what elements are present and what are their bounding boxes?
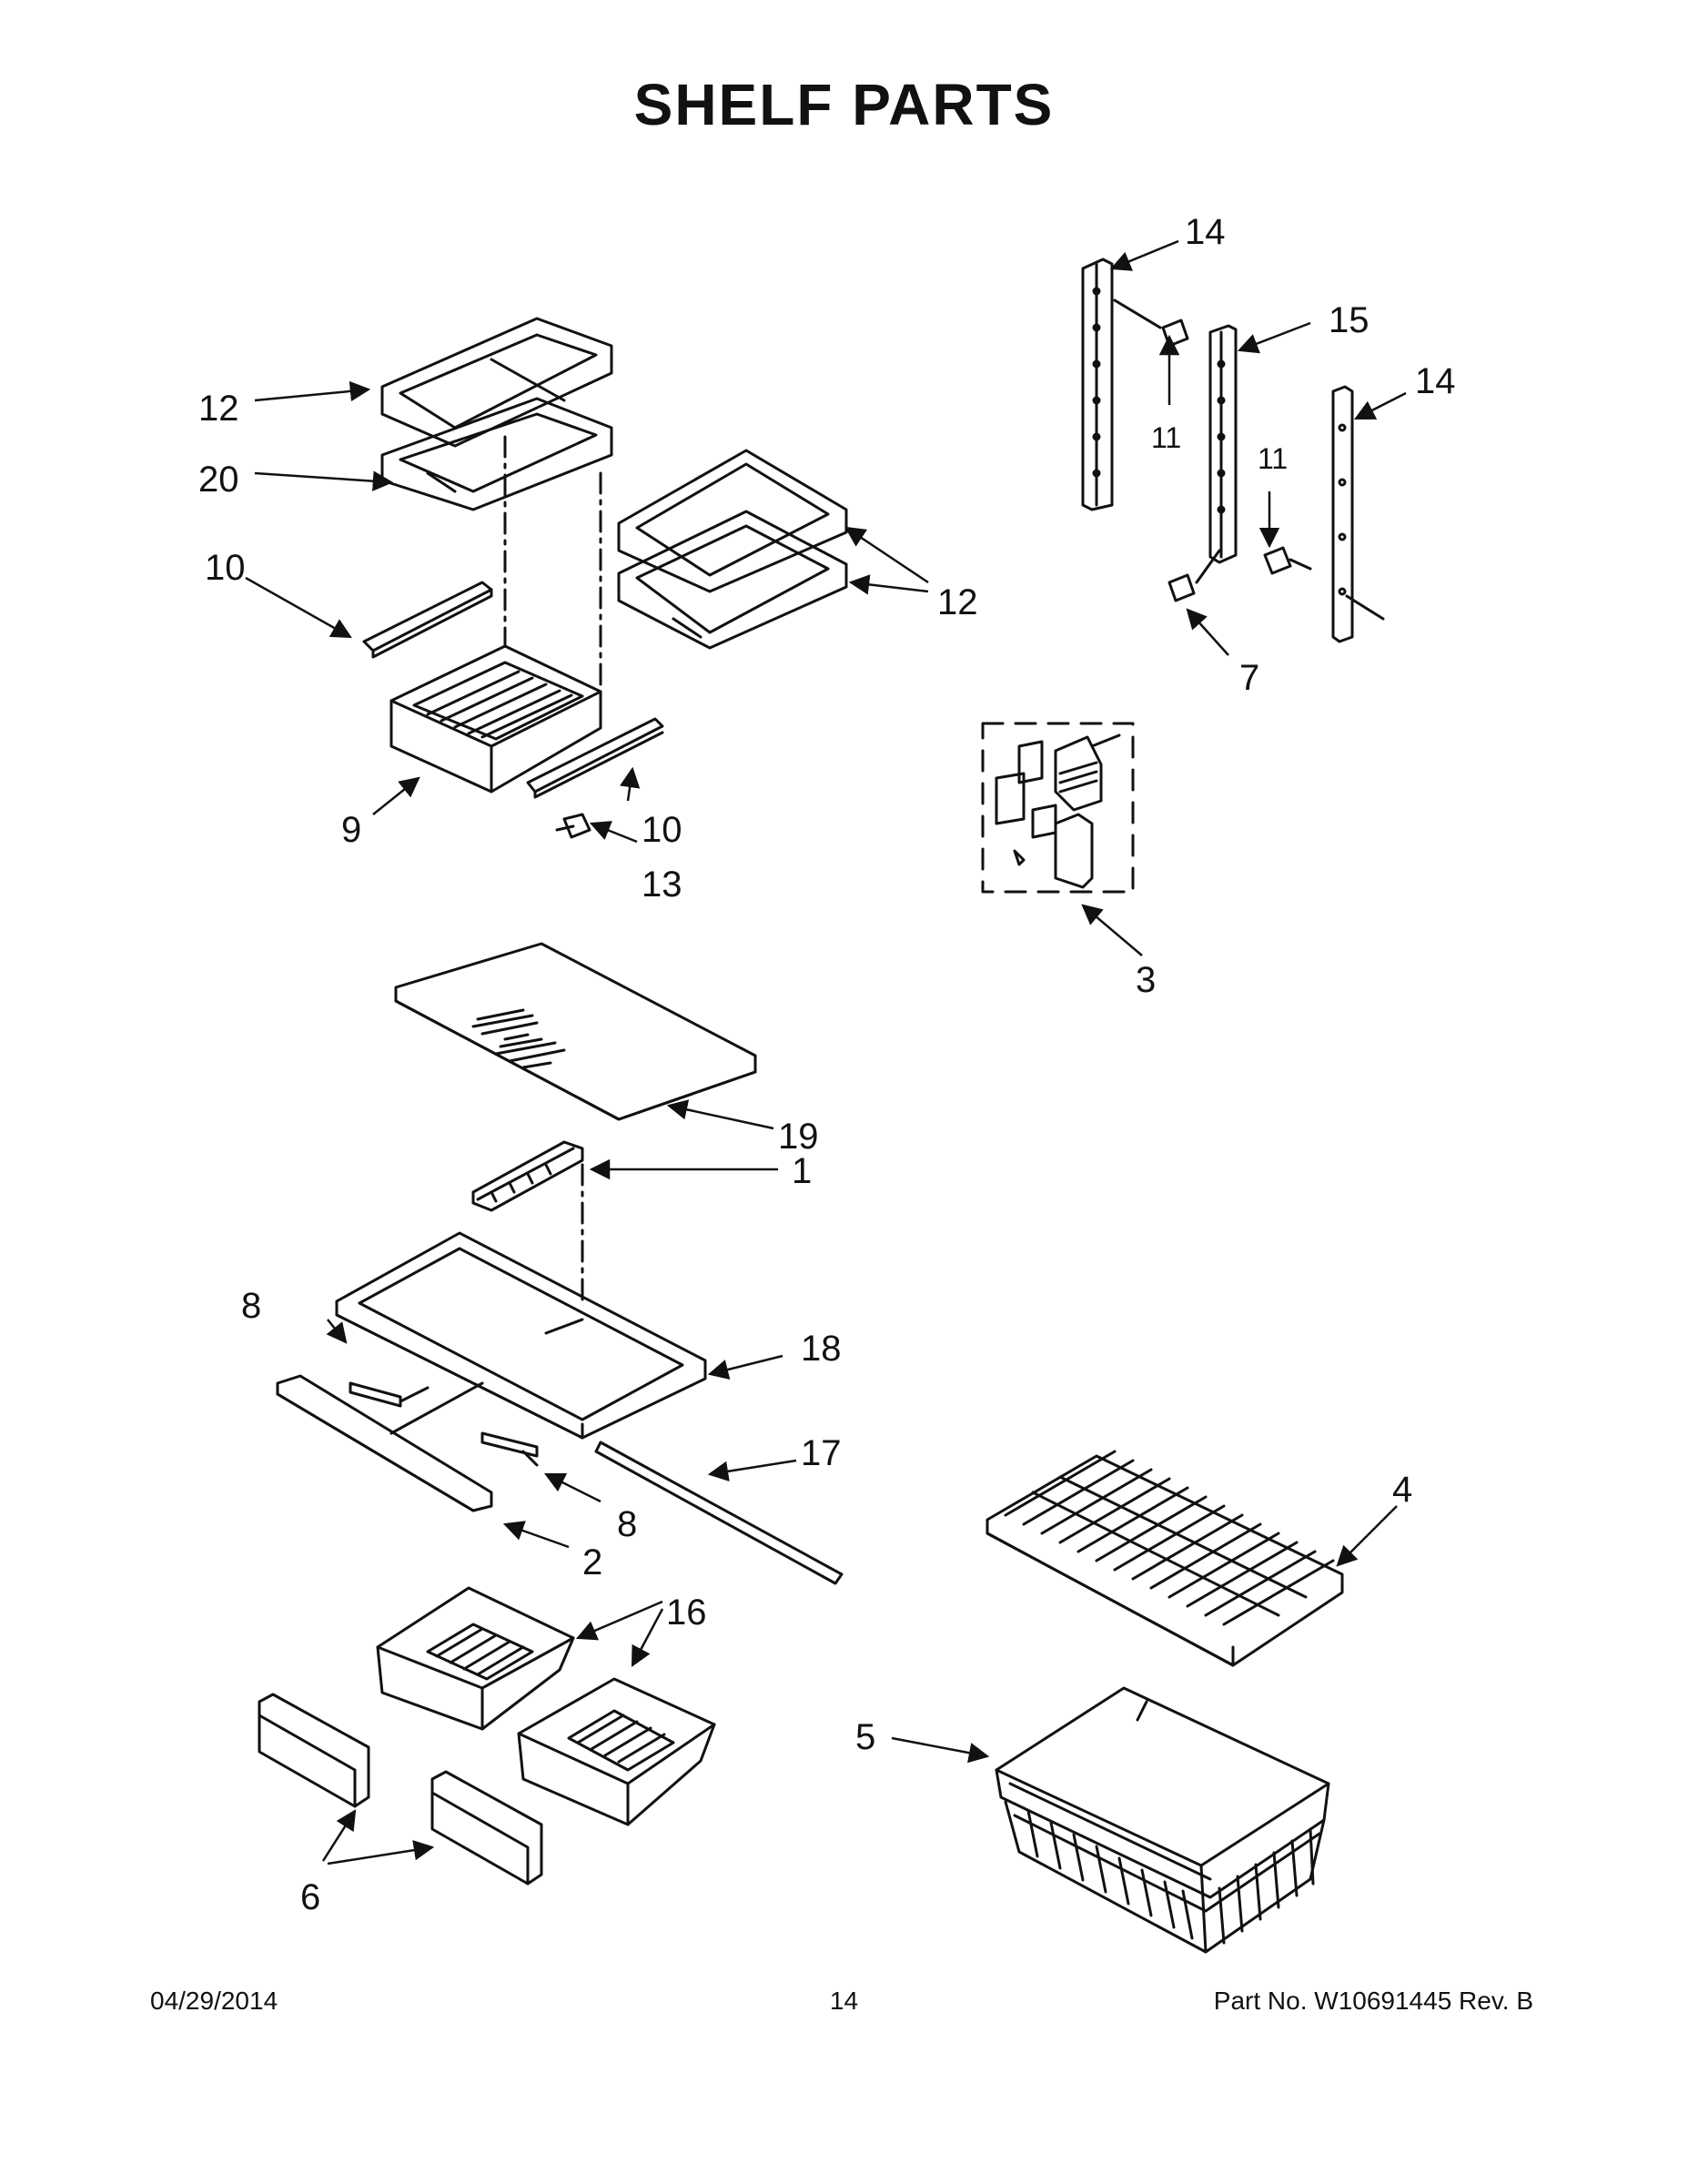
shelf-rail-1: [471, 1140, 584, 1212]
ladder-14-right: [1331, 385, 1354, 643]
callout-2: 2: [582, 1542, 602, 1582]
drawer-16-right: [517, 1677, 716, 1826]
crisper-pan-9: [389, 644, 602, 794]
callout-10-right: 10: [642, 810, 682, 850]
callout-8-right: 8: [617, 1504, 637, 1544]
callout-7: 7: [1239, 658, 1259, 698]
handle-6-lower: [430, 1770, 543, 1886]
clip-8-left: [349, 1381, 430, 1408]
shelf-frame-20: [380, 397, 613, 511]
callout-14-left: 14: [1185, 212, 1226, 252]
callout-11-lower: 11: [1258, 442, 1288, 475]
callout-15: 15: [1329, 300, 1370, 340]
callout-8-left: 8: [241, 1286, 261, 1326]
callout-12-left: 12: [198, 389, 239, 429]
callout-13: 13: [642, 864, 682, 905]
callout-19: 19: [778, 1117, 819, 1157]
page-title: SHELF PARTS: [633, 72, 1055, 137]
callout-12-right: 12: [937, 582, 978, 622]
callout-18: 18: [801, 1329, 842, 1369]
callout-4: 4: [1392, 1470, 1412, 1510]
shelf-frame-12-right: [617, 449, 848, 650]
screw-11-lower: [1263, 546, 1312, 575]
callout-5: 5: [855, 1717, 875, 1757]
glass-shelf-19: [394, 942, 757, 1121]
rail-10-right: [526, 717, 664, 799]
ladder-15: [1208, 324, 1238, 564]
shelf-frame-12-upper: [380, 317, 613, 448]
callout-16: 16: [666, 1592, 707, 1633]
footer-part-number: Part No. W10691445 Rev. B: [1213, 1987, 1533, 2015]
screw-13: [555, 813, 591, 839]
footer-date: 04/29/2014: [150, 1987, 278, 2015]
callout-6: 6: [300, 1877, 320, 1917]
drawer-16-left: [376, 1586, 575, 1731]
screw-7: [1167, 573, 1196, 602]
callout-9: 9: [341, 810, 361, 850]
footer-page-number: 14: [829, 1987, 859, 2015]
shelf-frame-18: [335, 1231, 707, 1440]
clip-8-right: [480, 1431, 539, 1467]
wire-basket-5: [995, 1686, 1330, 1954]
wire-shelf-4: [986, 1450, 1344, 1667]
callout-11-upper: 11: [1151, 421, 1181, 454]
screw-11-upper: [1161, 318, 1189, 348]
callout-20: 20: [198, 460, 239, 500]
callout-17: 17: [801, 1433, 842, 1473]
callout-10-left: 10: [205, 548, 246, 588]
rail-10-left: [362, 581, 493, 659]
callout-1: 1: [792, 1151, 812, 1191]
callout-3: 3: [1136, 960, 1156, 1000]
ladder-14-left: [1081, 258, 1114, 511]
handle-6-upper: [258, 1693, 370, 1808]
shelf-trim-2: [276, 1374, 493, 1512]
callout-14-right: 14: [1415, 361, 1456, 401]
filter-kit-3: [981, 722, 1135, 894]
rod-17: [594, 1441, 844, 1585]
